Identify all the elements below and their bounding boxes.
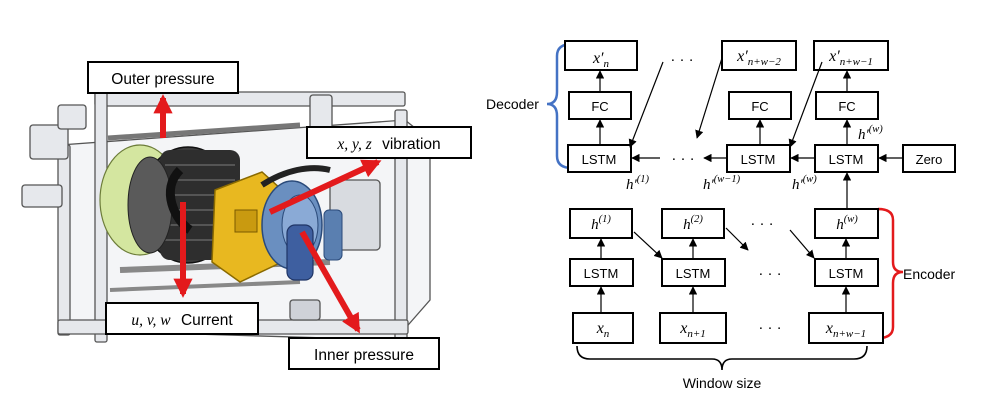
decoder-zero-input: Zero (902, 144, 956, 173)
svg-text:Zero: Zero (916, 152, 943, 167)
label-vibration: x, y, z vibration (306, 126, 472, 159)
svg-text:x′n: x′n (592, 50, 610, 70)
decoder-hidden-1: h′(1) (626, 174, 650, 193)
encoder-lstm-2: LSTM (661, 258, 726, 287)
svg-text:FC: FC (591, 99, 608, 114)
svg-text:LSTM: LSTM (741, 152, 776, 167)
svg-text:Outer pressure: Outer pressure (111, 71, 214, 88)
svg-text:LSTM: LSTM (584, 266, 619, 281)
svg-text:FC: FC (838, 99, 855, 114)
encoder-arrows (596, 227, 851, 313)
encoder-lstm-ellipsis: · · · (758, 265, 781, 282)
decoder-fc-w-1: FC (728, 91, 792, 120)
encoder-input-2: xn+1 (659, 312, 727, 344)
svg-text:h(1): h(1) (591, 214, 611, 233)
svg-text:x′n+w−1: x′n+w−1 (828, 48, 873, 68)
window-size-brace (576, 345, 868, 371)
svg-text:xn+w−1: xn+w−1 (825, 320, 866, 340)
svg-text:xn: xn (596, 320, 610, 340)
decoder-lstm-ellipsis: · · · (671, 150, 694, 167)
svg-text:FC: FC (751, 99, 768, 114)
decoder-arrows (595, 57, 903, 208)
decoder-output-w-1: x′n+w−2 (721, 40, 797, 71)
label-inner-pressure: Inner pressure (288, 337, 440, 370)
encoder-input-w: xn+w−1 (808, 312, 884, 344)
encoder-brace (877, 207, 904, 340)
decoder-output-w: x′n+w−1 (813, 40, 889, 71)
vibration-arrow (268, 159, 382, 215)
svg-text:xn+1: xn+1 (679, 320, 706, 340)
compressor-machine-illustration (21, 91, 431, 343)
decoder-hidden-w: h′(w) (792, 174, 817, 193)
svg-text:LSTM: LSTM (829, 152, 864, 167)
encoder-context-hidden: h′(w) (858, 124, 883, 143)
decoder-brace (546, 42, 573, 170)
svg-text:Inner pressure: Inner pressure (314, 347, 414, 364)
svg-text:u, v, w Current: u, v, w Current (131, 312, 233, 329)
svg-text:LSTM: LSTM (582, 152, 617, 167)
decoder-lstm-w-1: LSTM (726, 144, 791, 173)
window-size-label: Window size (683, 375, 762, 391)
encoder-label: Encoder (903, 266, 955, 282)
decoder-output-ellipsis: · · · (670, 51, 693, 68)
decoder-hidden-w-1: h′(w−1) (703, 174, 741, 193)
svg-text:LSTM: LSTM (829, 266, 864, 281)
svg-text:h(w): h(w) (836, 214, 858, 233)
decoder-fc-w: FC (815, 91, 879, 120)
inner-pressure-arrow (299, 230, 361, 334)
svg-text:LSTM: LSTM (676, 266, 711, 281)
encoder-hidden-w: h(w) (814, 208, 879, 239)
decoder-lstm-1: LSTM (567, 144, 632, 173)
decoder-output-1: x′n (564, 40, 638, 71)
encoder-lstm-1: LSTM (569, 258, 634, 287)
encoder-input-ellipsis: · · · (758, 319, 781, 336)
decoder-label: Decoder (486, 96, 539, 112)
sensor-arrows (153, 94, 382, 334)
decoder-lstm-w: LSTM (814, 144, 879, 173)
label-current: u, v, w Current (105, 302, 259, 335)
encoder-lstm-w: LSTM (814, 258, 879, 287)
svg-text:x, y, z vibration: x, y, z vibration (336, 136, 440, 153)
svg-text:h(2): h(2) (683, 214, 703, 233)
encoder-hidden-2: h(2) (661, 208, 725, 239)
encoder-input-1: xn (572, 312, 634, 344)
svg-text:x′n+w−2: x′n+w−2 (736, 48, 781, 68)
label-outer-pressure: Outer pressure (87, 61, 239, 94)
encoder-hidden-1: h(1) (569, 208, 633, 239)
encoder-hidden-ellipsis: · · · (750, 215, 773, 232)
decoder-fc-1: FC (568, 91, 632, 120)
